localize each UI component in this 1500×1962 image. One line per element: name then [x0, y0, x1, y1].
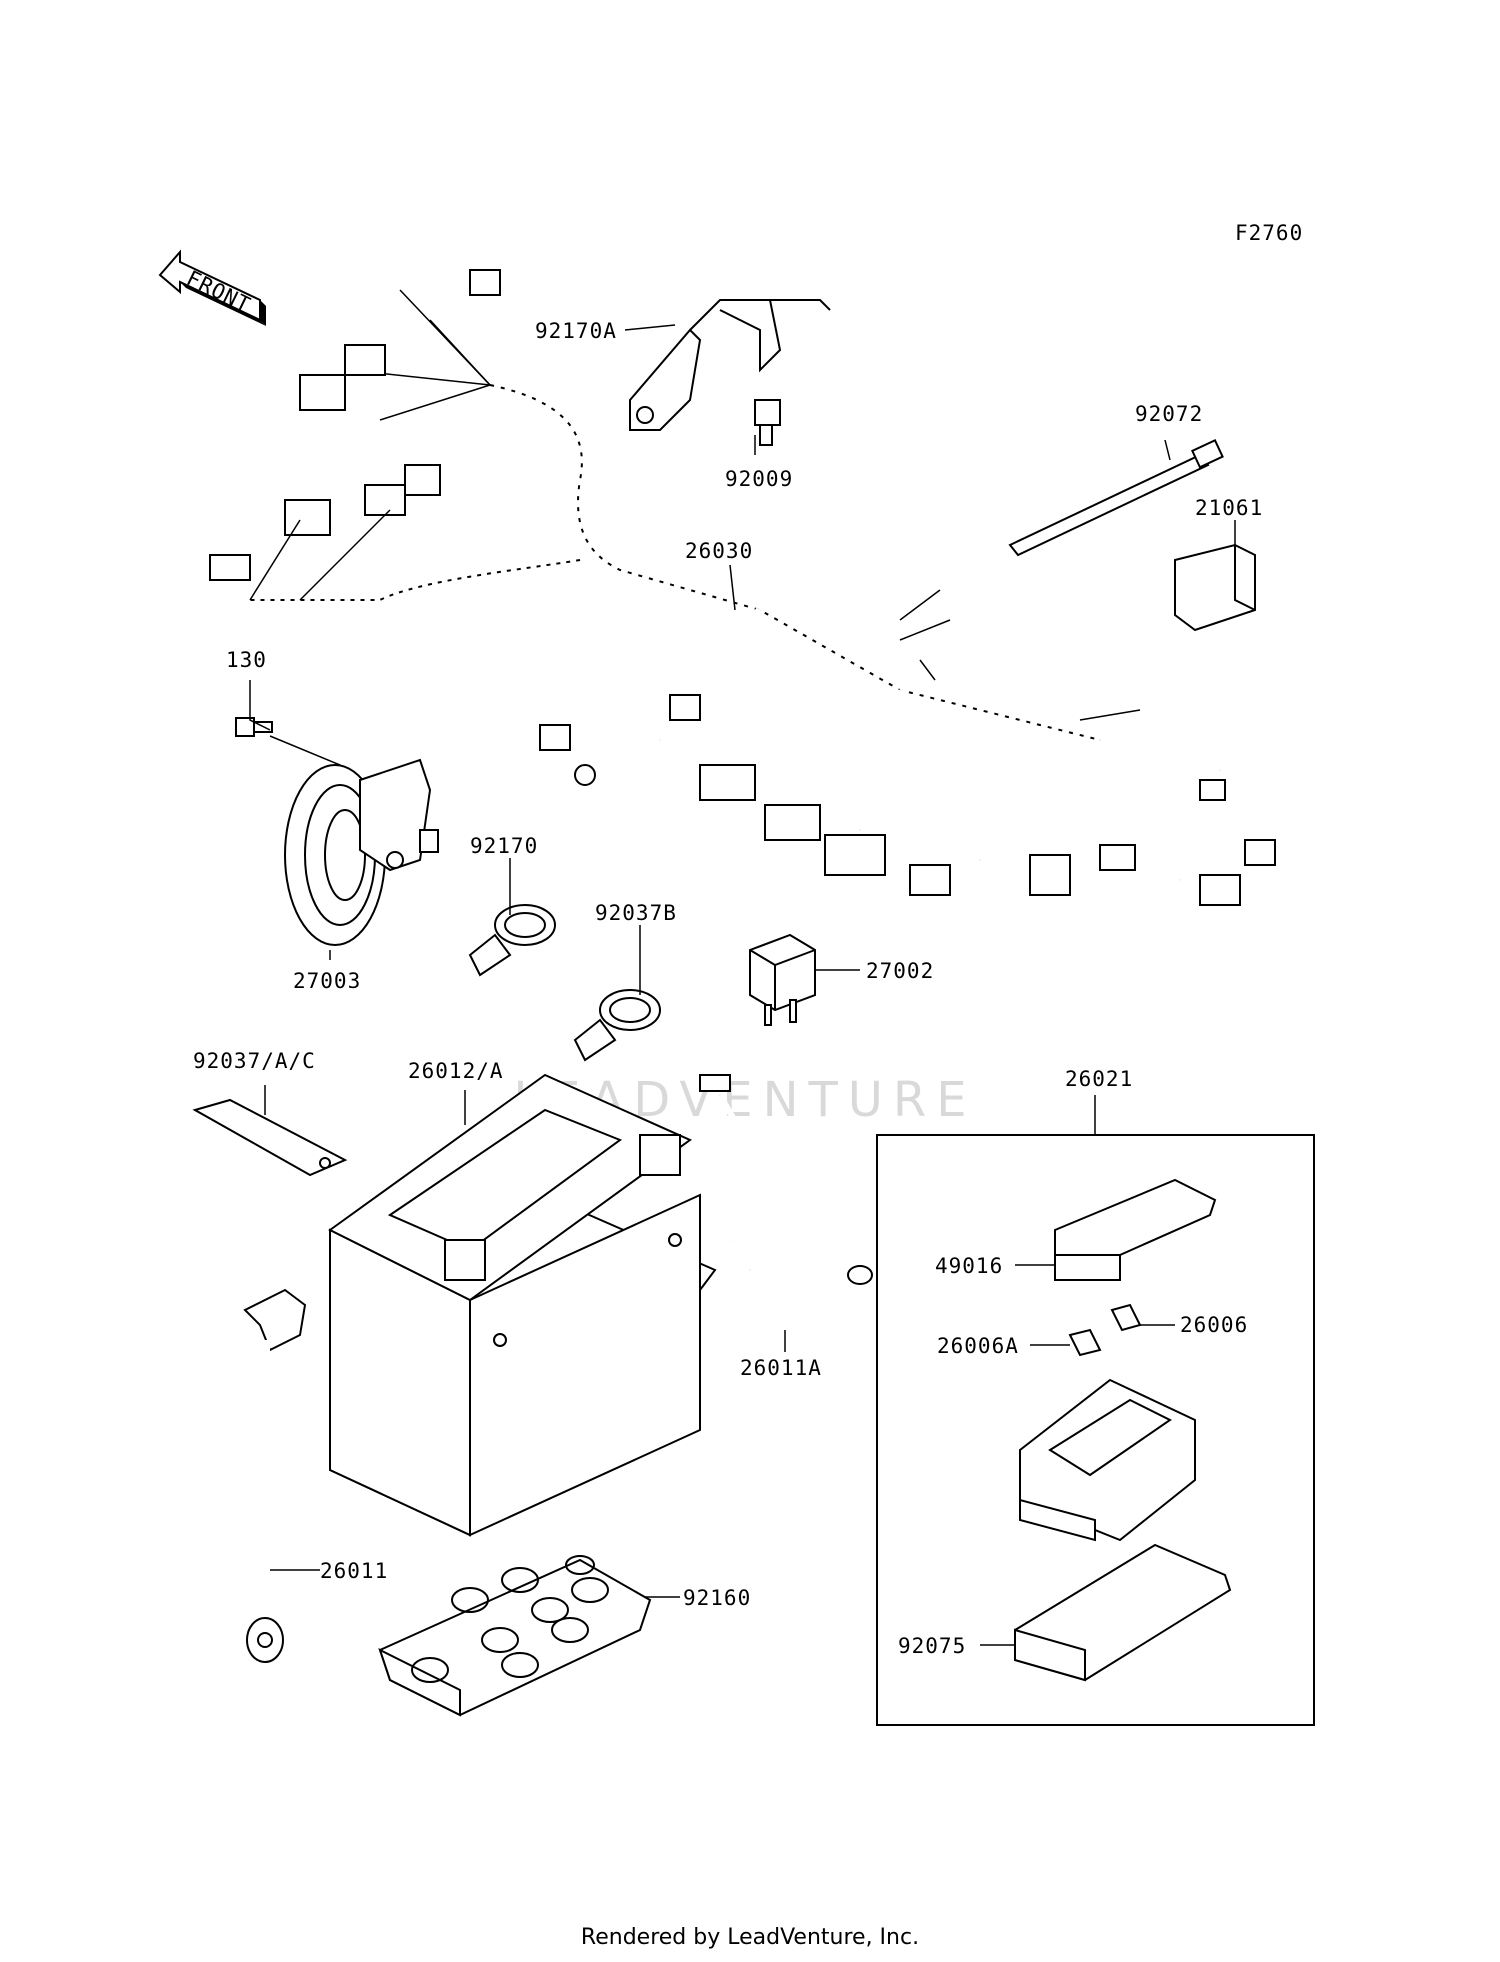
cable-26011A — [699, 1074, 873, 1324]
figure-code: F2760 — [1235, 221, 1303, 245]
callout-27003: 27003 — [293, 969, 361, 993]
cable-tie-92072 — [1008, 439, 1224, 557]
callout-26021: 26021 — [1065, 1067, 1133, 1091]
relay-27002 — [749, 933, 816, 1026]
cover-92075 — [1014, 1543, 1232, 1682]
callout-92170A: 92170A — [535, 319, 617, 343]
bolt-92009 — [754, 399, 781, 446]
callout-21061: 21061 — [1195, 496, 1263, 520]
callout-92160: 92160 — [683, 1586, 751, 1610]
callout-130: 130 — [226, 648, 267, 672]
horn-27003 — [284, 758, 439, 946]
callout-49016: 49016 — [935, 1254, 1003, 1278]
battery-pad-92160 — [378, 1555, 652, 1717]
clamp-92170 — [468, 904, 556, 977]
callout-26006: 26006 — [1180, 1313, 1248, 1337]
callout-92170: 92170 — [470, 834, 538, 858]
leader-lines — [249, 324, 1236, 1646]
cable-26011 — [243, 1288, 307, 1663]
callout-92075: 92075 — [898, 1634, 966, 1658]
callout-26011: 26011 — [320, 1559, 388, 1583]
cap-21061 — [1174, 543, 1256, 632]
fuse-box-body — [1019, 1378, 1196, 1542]
bolt-130 — [235, 717, 273, 737]
fuse-26006 — [1110, 1303, 1142, 1332]
callout-26012A: 26012/A — [408, 1059, 504, 1083]
callout-26030: 26030 — [685, 539, 753, 563]
bracket-92170A — [629, 299, 831, 431]
callout-27002: 27002 — [866, 959, 934, 983]
front-arrow-label: FRONT — [183, 266, 255, 317]
pad-92037AC — [192, 1098, 348, 1177]
callout-92037AC: 92037/A/C — [193, 1049, 316, 1073]
clamp-92037B — [573, 989, 661, 1062]
battery-26012A — [328, 1073, 717, 1537]
callout-92037B: 92037B — [595, 901, 677, 925]
front-arrow-icon: FRONT — [158, 249, 266, 326]
wiring-harness — [209, 269, 1276, 906]
callout-labels: 92170A 92009 92072 21061 26030 130 92170… — [193, 319, 1263, 1658]
callout-26006A: 26006A — [937, 1334, 1019, 1358]
cover-49016 — [1054, 1178, 1217, 1281]
callout-92072: 92072 — [1135, 402, 1203, 426]
callout-26011A: 26011A — [740, 1356, 822, 1380]
callout-92009: 92009 — [725, 467, 793, 491]
footer-credit: Rendered by LeadVenture, Inc. — [580, 1925, 920, 1950]
fuse-26006A — [1068, 1328, 1102, 1357]
